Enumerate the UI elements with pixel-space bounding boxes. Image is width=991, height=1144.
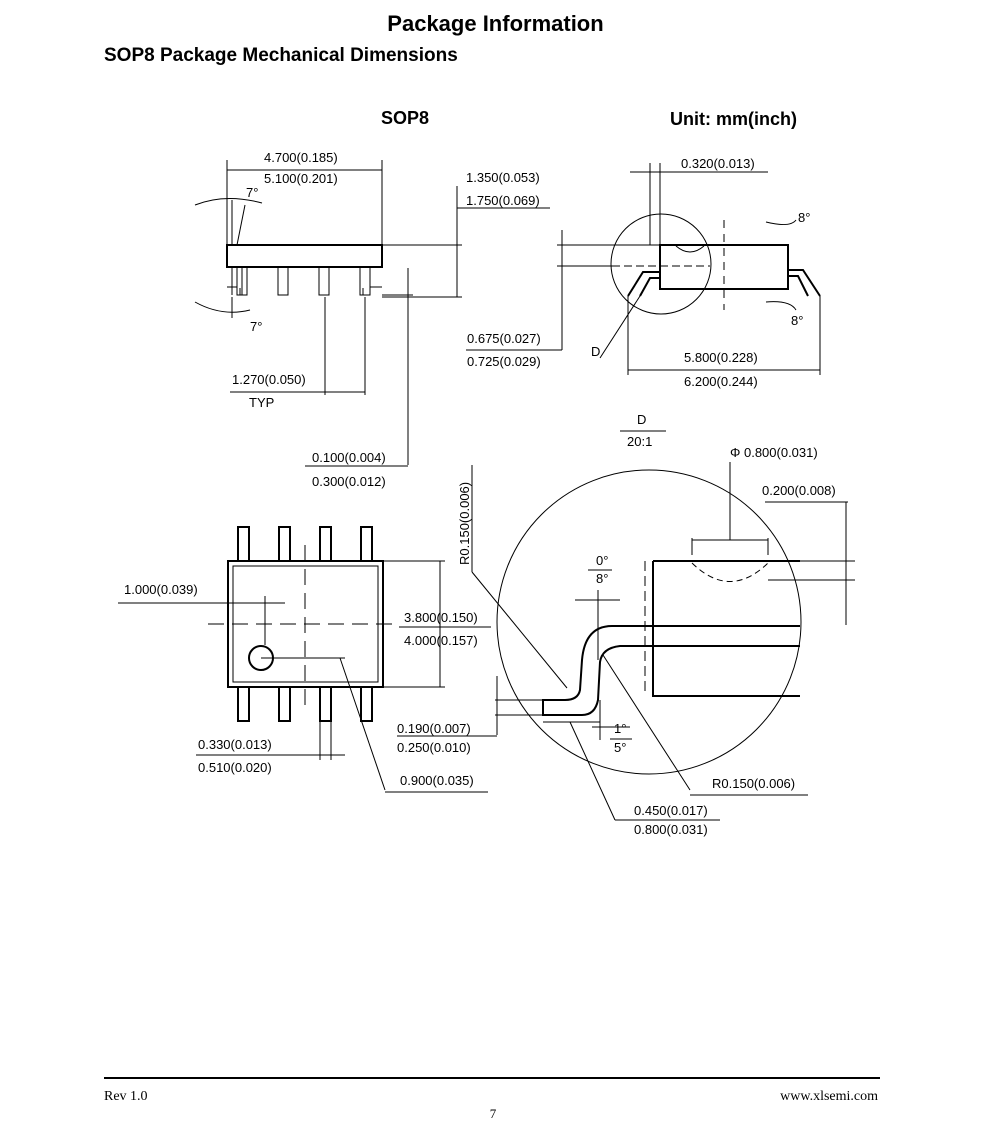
end-span-min: 5.800(0.228) [684,350,758,365]
detail-title: D [637,412,646,427]
detail-d-dimensions [397,462,855,821]
side-standoff-min: 0.100(0.004) [312,450,386,465]
side-pitch-note: TYP [249,395,274,410]
end-span-max: 6.200(0.244) [684,374,758,389]
detail-dimple-diameter: Φ 0.800(0.031) [730,445,818,460]
detail-d-outline [496,469,802,775]
side-height-max: 1.750(0.069) [466,193,540,208]
end-body-height-min: 0.675(0.027) [467,331,541,346]
detail-dimple-depth: 0.200(0.008) [762,483,836,498]
unit-label: Unit: mm(inch) [670,109,797,129]
detail-foot-length-min: 0.450(0.017) [634,803,708,818]
top-view-outline [208,526,400,722]
side-view-dimensions [226,160,550,467]
side-mold-angle-top: 7° [246,185,258,200]
top-lead-width-max: 0.510(0.020) [198,760,272,775]
footer-divider [104,1077,880,1079]
side-mold-angle-bottom: 7° [250,319,262,334]
detail-foot-length-max: 0.800(0.031) [634,822,708,837]
end-angle-top: 8° [798,210,810,225]
end-lead-thickness: 0.320(0.013) [681,156,755,171]
section-title: SOP8 Package Mechanical Dimensions [104,45,458,66]
page-title: Package Information [387,11,604,36]
side-height-min: 1.350(0.053) [466,170,540,185]
top-lead-width-min: 0.330(0.013) [198,737,272,752]
package-label: SOP8 [381,108,429,128]
end-body-height-max: 0.725(0.029) [467,354,541,369]
detail-scale: 20:1 [627,434,652,449]
detail-foot-angle-max: 5° [614,740,626,755]
footer-website: www.xlsemi.com [780,1089,878,1104]
side-body-length-min: 4.700(0.185) [264,150,338,165]
page-number: 7 [489,1106,497,1121]
footer-revision: Rev 1.0 [104,1089,148,1104]
side-body-length-max: 5.100(0.201) [264,171,338,186]
side-view-outline [194,197,383,318]
detail-radius-bottom: R0.150(0.006) [712,776,795,791]
end-angle-bottom: 8° [791,313,803,328]
side-standoff-max: 0.300(0.012) [312,474,386,489]
end-detail-ref: D [591,344,600,359]
side-pitch: 1.270(0.050) [232,372,306,387]
detail-foot-thickness-min: 0.190(0.007) [397,721,471,736]
detail-angle-top-max: 8° [596,571,608,586]
detail-foot-thickness-max: 0.250(0.010) [397,740,471,755]
top-pin1-dot: 0.900(0.035) [400,773,474,788]
top-pin1-offset: 1.000(0.039) [124,582,198,597]
end-view-dimensions [466,163,821,375]
top-body-width-min: 3.800(0.150) [404,610,478,625]
detail-foot-angle-min: 1° [614,721,626,736]
top-body-width-max: 4.000(0.157) [404,633,478,648]
end-view-outline [610,213,821,315]
detail-angle-top-min: 0° [596,553,608,568]
detail-radius-top: R0.150(0.006) [457,482,472,565]
top-view-dimensions [118,560,491,793]
